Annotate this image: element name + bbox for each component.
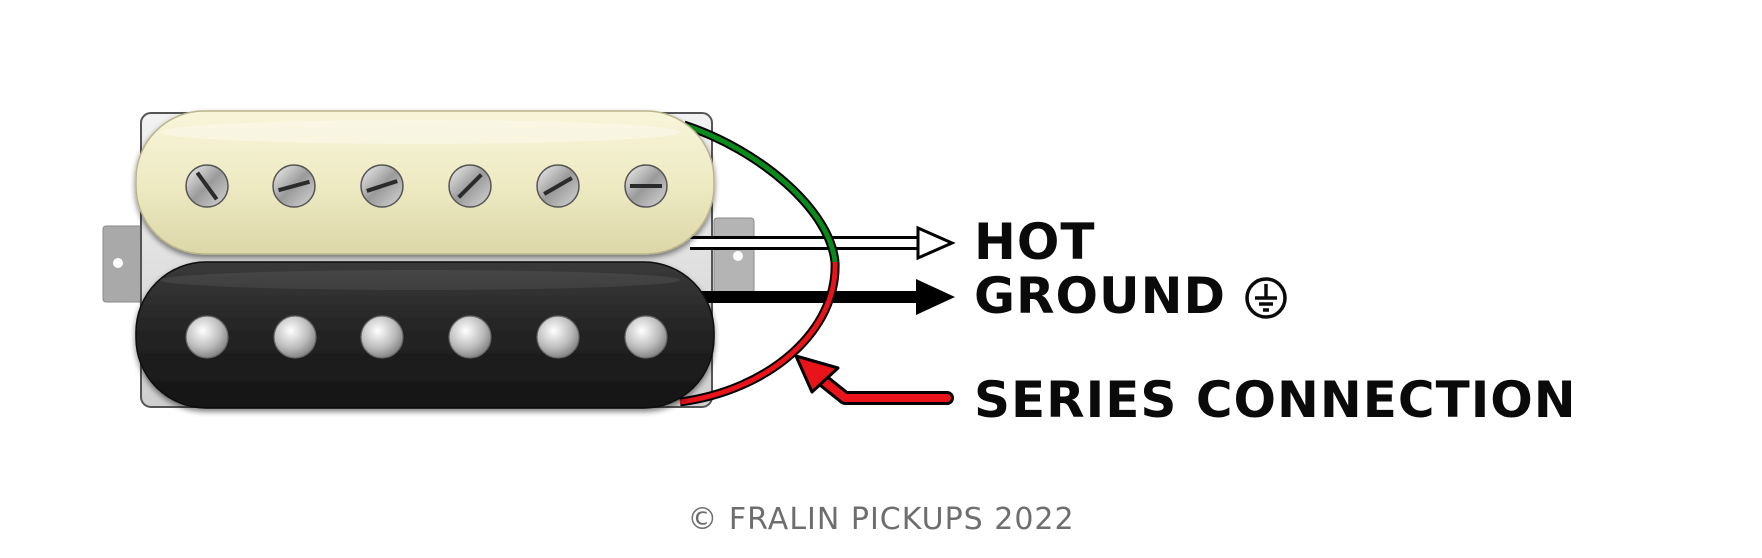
- screw-row: [185, 164, 668, 208]
- slug-pole-2: [273, 315, 317, 359]
- cream-bobbin: [135, 110, 715, 255]
- series-wire-red-core: [679, 261, 838, 405]
- mounting-ear-left: [102, 225, 144, 303]
- black-bobbin: [135, 261, 715, 409]
- slug-pole-5: [536, 315, 580, 359]
- screw-3: [360, 164, 404, 208]
- slug-pole-4: [448, 315, 492, 359]
- ground-label: GROUND: [974, 267, 1226, 325]
- screw-4: [448, 164, 492, 208]
- slug-pole-1: [185, 315, 229, 359]
- pole-row: [185, 315, 668, 359]
- screw-1: [185, 164, 229, 208]
- screw-5: [536, 164, 580, 208]
- ground-symbol-icon: [1245, 277, 1287, 319]
- copyright-notice: © FRALIN PICKUPS 2022: [687, 502, 1075, 537]
- screw-6: [624, 164, 668, 208]
- hot-label: HOT: [974, 213, 1096, 271]
- slug-pole-3: [360, 315, 404, 359]
- ground-arrowhead: [916, 279, 955, 315]
- series-wire-green-core: [683, 122, 838, 263]
- series-pointer-arrowhead: [794, 354, 840, 394]
- series-connection-label: SERIES CONNECTION: [974, 371, 1577, 429]
- slug-pole-6: [624, 315, 668, 359]
- mounting-ear-right: [713, 217, 755, 295]
- screw-2: [272, 164, 316, 208]
- hot-arrowhead: [916, 225, 956, 261]
